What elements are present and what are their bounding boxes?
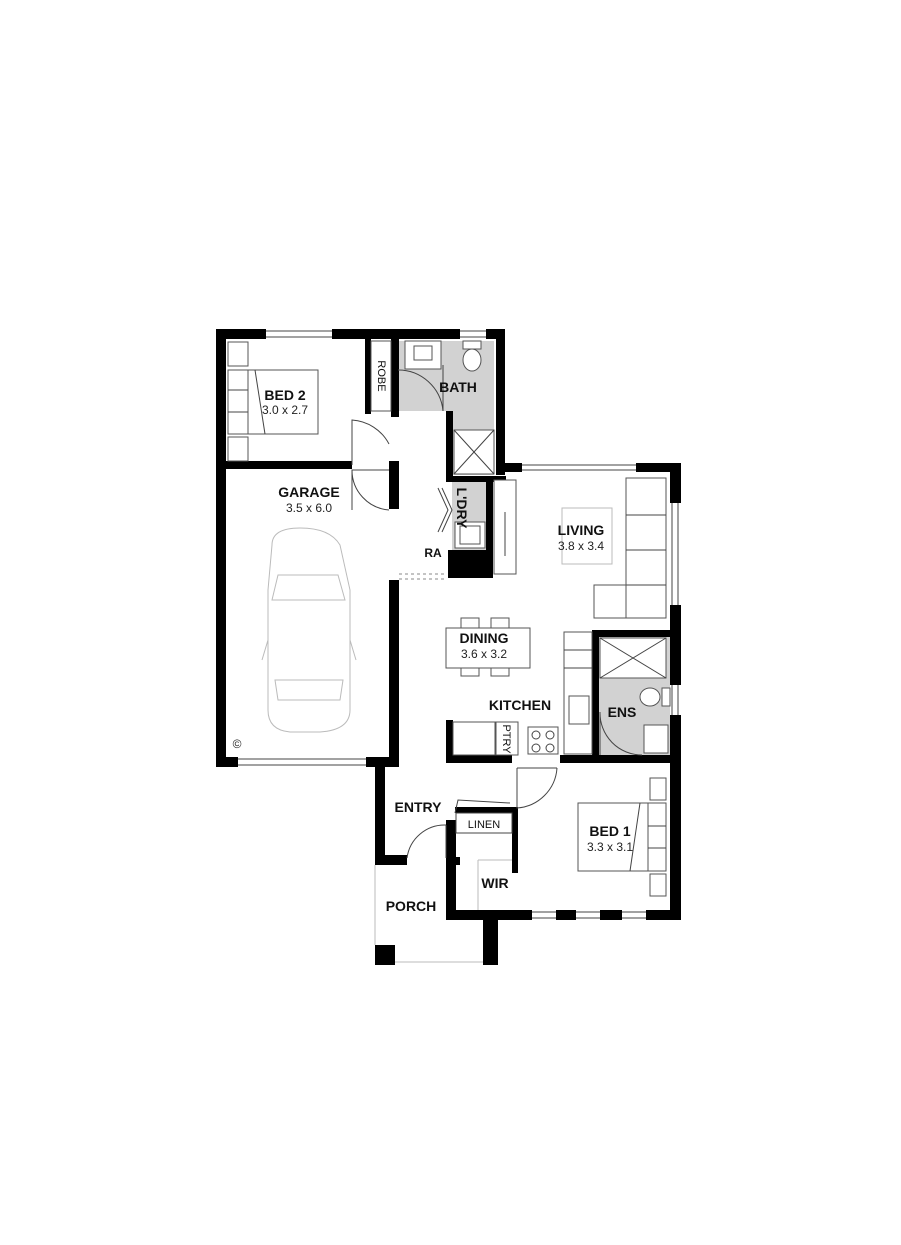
bed2-name: BED 2 <box>264 387 305 403</box>
copyright-symbol: © <box>233 737 242 751</box>
robe-label: ROBE <box>375 360 387 391</box>
fixtures <box>227 340 671 963</box>
windows <box>238 330 679 919</box>
bed1-name: BED 1 <box>589 823 630 839</box>
laundry-name: L'DRY <box>454 488 470 530</box>
walls <box>216 329 681 965</box>
garage-name: GARAGE <box>278 484 339 500</box>
dining-name: DINING <box>460 630 509 646</box>
car-icon <box>261 527 357 733</box>
porch-name: PORCH <box>386 898 437 914</box>
entry-name: ENTRY <box>395 799 443 815</box>
bed1-dim: 3.3 x 3.1 <box>587 840 633 854</box>
ra-label: RA <box>424 546 442 560</box>
bed2-dim: 3.0 x 2.7 <box>262 403 308 417</box>
garage-dim: 3.5 x 6.0 <box>286 501 332 515</box>
ensuite-name: ENS <box>608 704 637 720</box>
pantry-label: PTRY <box>500 724 512 754</box>
labels: BED 2 3.0 x 2.7 ROBE BATH GARAGE 3.5 x 6… <box>233 360 637 914</box>
dining-dim: 3.6 x 3.2 <box>461 647 507 661</box>
living-name: LIVING <box>558 522 605 538</box>
bath-name: BATH <box>439 379 477 395</box>
doors <box>351 365 643 859</box>
kitchen-name: KITCHEN <box>489 697 551 713</box>
linen-label: LINEN <box>468 819 500 831</box>
wir-name: WIR <box>481 875 508 891</box>
living-dim: 3.8 x 3.4 <box>558 539 604 553</box>
